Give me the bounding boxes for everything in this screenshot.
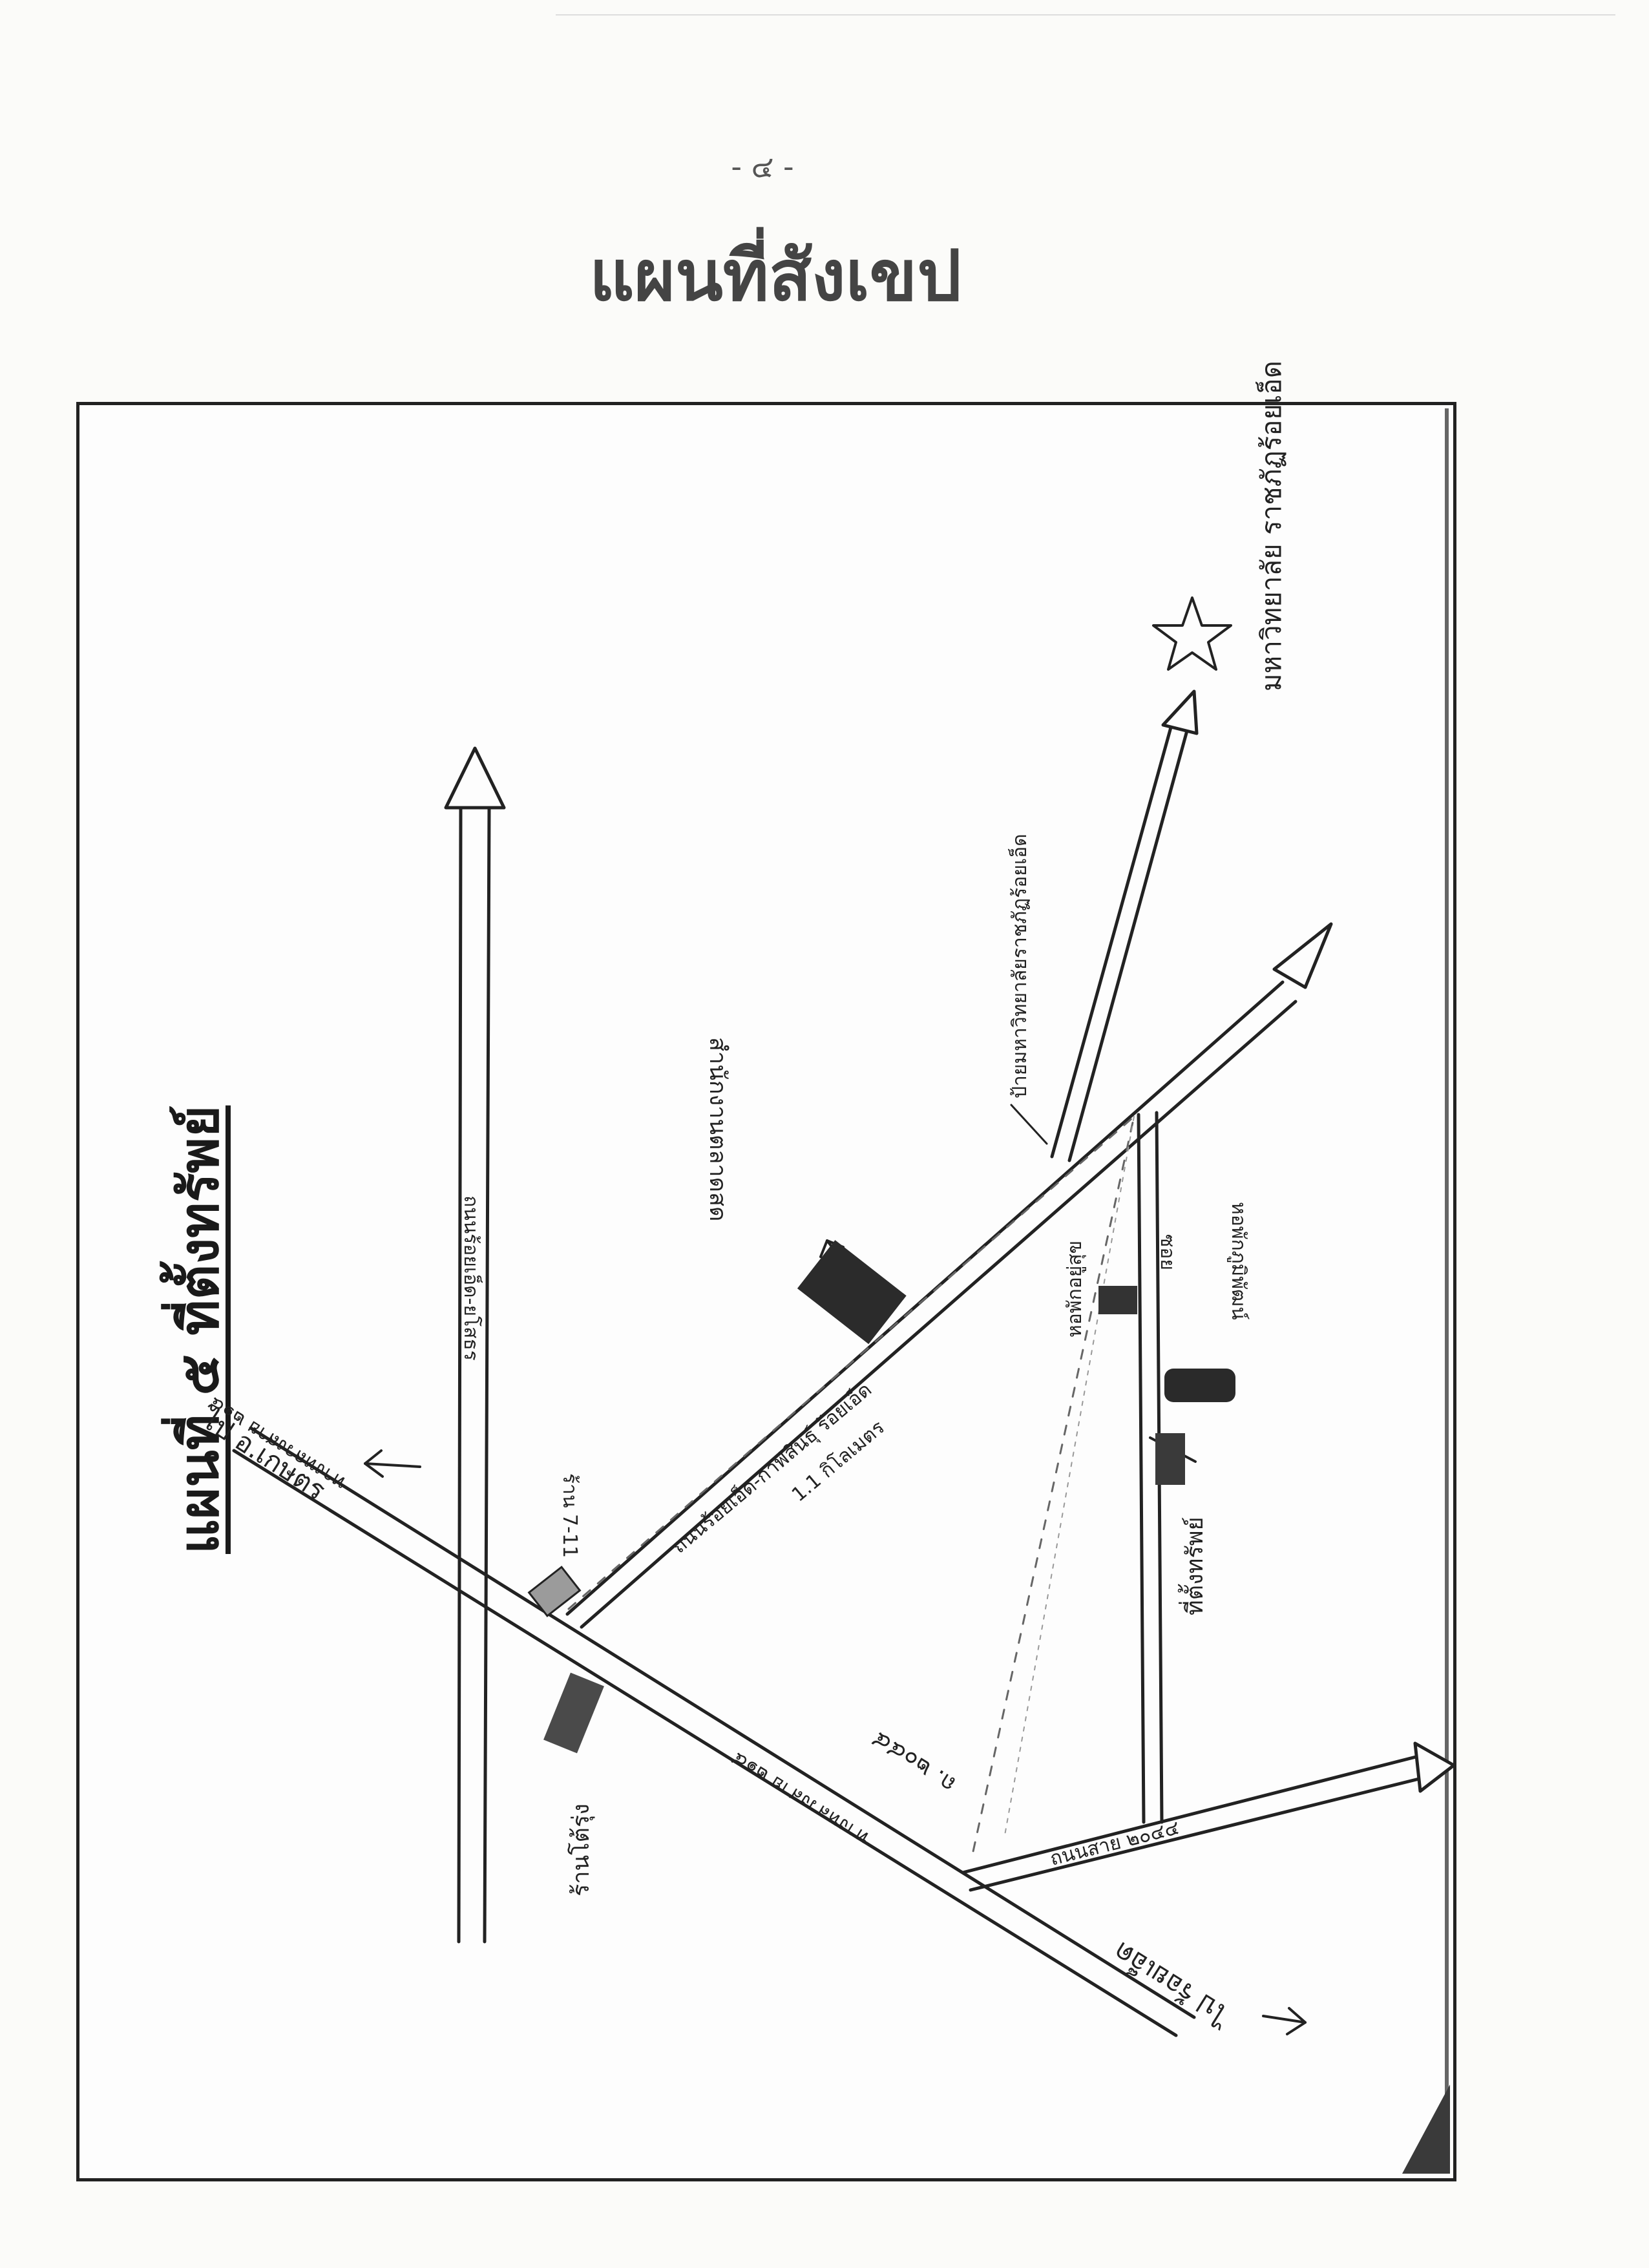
main-road-edge-a: [232, 1449, 1178, 2037]
vertical-road-edge-a: [457, 806, 463, 1944]
seven-eleven-shop: [527, 1566, 582, 1617]
dorm-2-building: [1164, 1369, 1235, 1402]
to-roi-et-arrow-head: [1286, 2007, 1307, 2035]
side-road-edge-a: [1137, 1113, 1146, 1824]
vertical-road-edge-b: [483, 806, 491, 1944]
vertical-road-arrow: [444, 746, 506, 810]
corner-shade: [1402, 2084, 1450, 2174]
property-boundary-side: [1004, 1116, 1135, 1836]
label-dorm-1: หอพักอยู่สุข: [1064, 1240, 1086, 1338]
main-road-edge-b: [249, 1426, 1196, 2019]
to-north-arrow-head: [364, 1449, 384, 1478]
university-road-edge-b: [1067, 722, 1191, 1162]
frame-shadow-edge: [1445, 408, 1449, 2166]
label-university-sign: ป้ายมหาวิทยาลัยราชภัฏร้อยเอ็ด: [1009, 834, 1031, 1098]
property-building: [1155, 1433, 1185, 1485]
university-road-arrow: [1161, 689, 1199, 735]
diagonal-road-edge-b: [580, 1000, 1297, 1629]
label-university: มหาวิทยาลัย ราชภัฏร้อยเอ็ด: [1255, 361, 1287, 691]
uni-sign-leader: [1010, 1104, 1048, 1145]
to-north-arrow-line: [364, 1462, 421, 1468]
bottom-road-edge-a: [961, 1754, 1420, 1874]
page-title: แผนที่สังเขป: [589, 236, 961, 317]
university-star-icon: [1152, 596, 1232, 671]
label-dorm-2: หอพักภูมิพัฒน์: [1227, 1202, 1250, 1320]
top-rule: [556, 14, 1615, 16]
bottom-road-edge-b: [969, 1776, 1423, 1892]
university-road-edge-a: [1050, 719, 1175, 1159]
bottom-road-arrow: [1413, 1741, 1456, 1793]
label-property: ที่ตั้งทรัพย์: [1182, 1517, 1208, 1615]
label-side-road: ซอย: [1156, 1234, 1179, 1270]
label-seven-eleven: ร้าน 7-11: [558, 1473, 581, 1559]
label-vertical-road: ถนนร้อยเอ็ด-ยโสธร: [459, 1195, 482, 1361]
map-frame: [76, 402, 1456, 2181]
office-building: [797, 1240, 907, 1345]
page-number: - ๔ -: [731, 149, 794, 184]
diagonal-road-arrow: [1272, 922, 1333, 989]
dorm-1-building: [1098, 1286, 1137, 1314]
to-roi-et-arrow-line: [1262, 2015, 1307, 2024]
property-boundary: [567, 1115, 1135, 1856]
stall-building: [543, 1672, 604, 1754]
map-heading: แผนที่ ๕ ที่ตั้งทรัพย์: [167, 1105, 231, 1554]
label-stall: ร้านโต้รุ่ง: [568, 1803, 594, 1896]
label-office: สำนักงานตลาดสด: [704, 1037, 731, 1222]
